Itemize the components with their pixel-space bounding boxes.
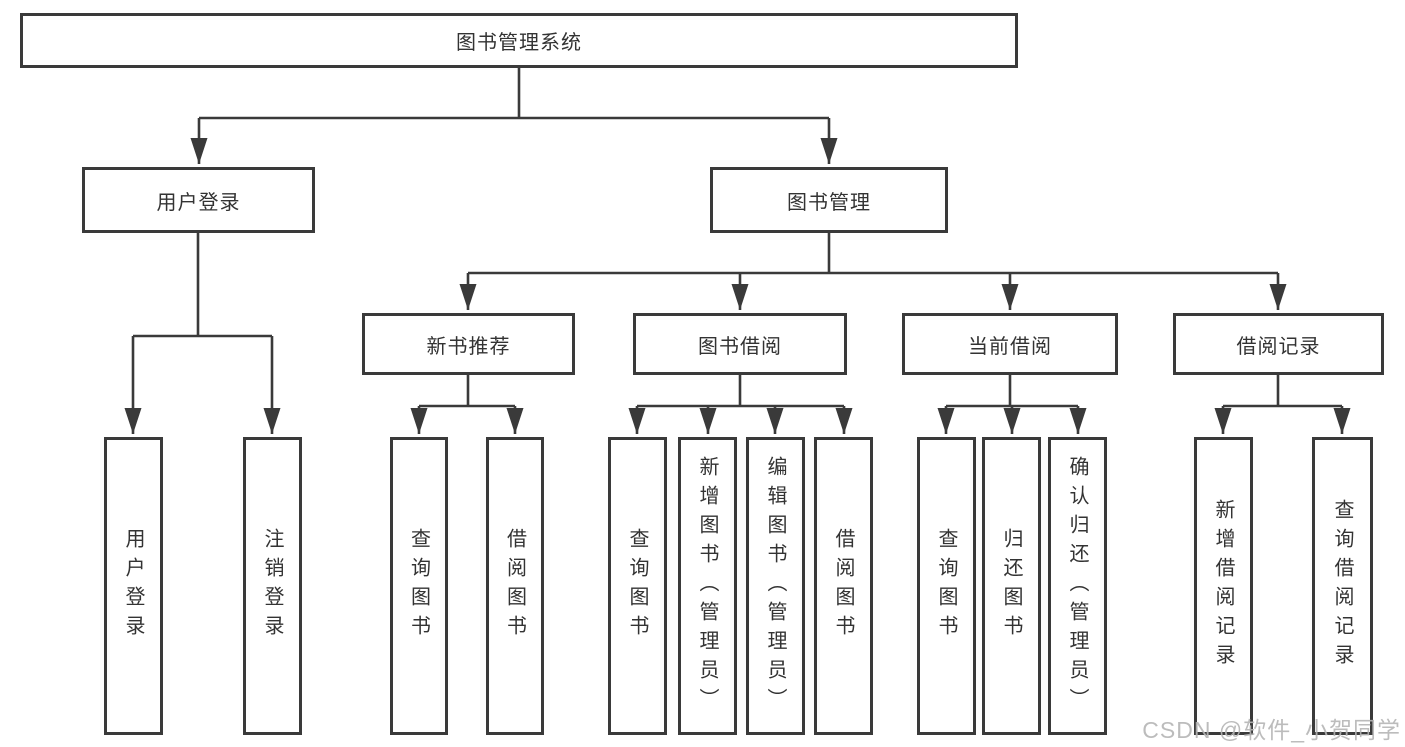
node-library-system: 图书管理系统 bbox=[20, 13, 1018, 68]
node-add-borrow-record: 新增借阅记录 bbox=[1194, 437, 1253, 735]
node-query-borrow-record: 查询借阅记录 bbox=[1312, 437, 1373, 735]
node-new-book-recommendation: 新书推荐 bbox=[362, 313, 575, 375]
node-edit-books-admin: 编辑图书（管理员） bbox=[746, 437, 805, 735]
node-user-login-branch: 用户登录 bbox=[82, 167, 315, 233]
node-query-books-current: 查询图书 bbox=[917, 437, 976, 735]
node-user-login-action: 用户登录 bbox=[104, 437, 163, 735]
node-borrow-books-recommend: 借阅图书 bbox=[486, 437, 544, 735]
node-query-books-borrowing: 查询图书 bbox=[608, 437, 667, 735]
csdn-watermark: CSDN @软件_小贺同学 bbox=[1142, 717, 1401, 743]
node-current-borrowing: 当前借阅 bbox=[902, 313, 1118, 375]
node-borrow-books-action: 借阅图书 bbox=[814, 437, 873, 735]
node-book-borrowing: 图书借阅 bbox=[633, 313, 847, 375]
node-return-books: 归还图书 bbox=[982, 437, 1041, 735]
node-borrowing-records: 借阅记录 bbox=[1173, 313, 1384, 375]
node-query-books-recommend: 查询图书 bbox=[390, 437, 448, 735]
node-book-management-branch: 图书管理 bbox=[710, 167, 948, 233]
node-add-books-admin: 新增图书（管理员） bbox=[678, 437, 737, 735]
node-logout-action: 注销登录 bbox=[243, 437, 302, 735]
node-confirm-return-admin: 确认归还（管理员） bbox=[1048, 437, 1107, 735]
